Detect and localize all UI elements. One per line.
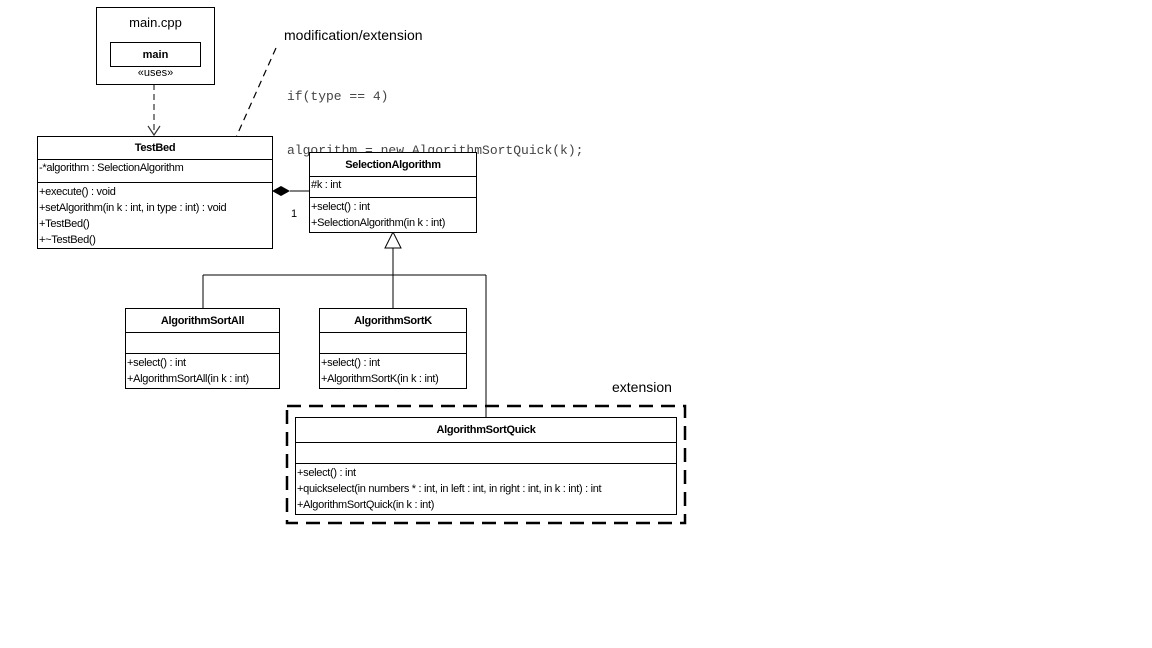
attribute: -*algorithm : SelectionAlgorithm [39, 162, 184, 174]
inheritance-triangle [384, 230, 402, 249]
component-title: main.cpp [129, 15, 182, 30]
attributes [296, 443, 676, 464]
uses-stereotype: «uses» [137, 67, 174, 79]
operation: +execute() : void [39, 186, 116, 198]
class-name: SelectionAlgorithm [310, 153, 476, 177]
class-name: AlgorithmSortAll [126, 309, 279, 333]
composition-diamond [272, 186, 290, 196]
operations: +select() : int +AlgorithmSortAll(in k :… [126, 354, 279, 388]
generalization-tree [202, 230, 487, 417]
class-algorithm-sort-quick: AlgorithmSortQuick +select() : int +quic… [295, 417, 677, 515]
operation: +select() : int [297, 467, 356, 479]
extension-boundary [285, 404, 687, 525]
attribute: #k : int [311, 179, 342, 191]
extension-label: extension [612, 379, 672, 395]
multiplicity-label: 1 [291, 208, 298, 220]
operation: +AlgorithmSortQuick(in k : int) [297, 499, 435, 511]
operation: +AlgorithmSortAll(in k : int) [127, 373, 249, 385]
attributes [320, 333, 466, 354]
main-function-box: main [110, 42, 201, 67]
operation: +TestBed() [39, 218, 90, 230]
class-algorithm-sort-k: AlgorithmSortK +select() : int +Algorith… [319, 308, 467, 389]
code-line: if(type == 4) [287, 89, 389, 104]
note-title: modification/extension [284, 27, 423, 43]
operation: +~TestBed() [39, 234, 96, 246]
operation: +select() : int [127, 357, 186, 369]
class-name: TestBed [38, 137, 272, 160]
class-name: AlgorithmSortQuick [296, 418, 676, 443]
attributes: #k : int [310, 177, 476, 198]
operation: +AlgorithmSortK(in k : int) [321, 373, 439, 385]
operation: +select() : int [321, 357, 380, 369]
operations: +execute() : void +setAlgorithm(in k : i… [38, 183, 272, 249]
class-name: AlgorithmSortK [320, 309, 466, 333]
component-main-cpp: main.cpp main «uses» [96, 7, 215, 85]
operations: +select() : int +SelectionAlgorithm(in k… [310, 198, 476, 232]
operations: +select() : int +quickselect(in numbers … [296, 464, 676, 514]
attributes [126, 333, 279, 354]
operation: +quickselect(in numbers * : int, in left… [297, 483, 602, 495]
operation: +setAlgorithm(in k : int, in type : int)… [39, 202, 227, 214]
class-selection-algorithm: SelectionAlgorithm #k : int +select() : … [309, 152, 477, 233]
operation: +SelectionAlgorithm(in k : int) [311, 217, 446, 229]
class-algorithm-sort-all: AlgorithmSortAll +select() : int +Algori… [125, 308, 280, 389]
uses-dependency-arrow [147, 84, 161, 137]
operations: +select() : int +AlgorithmSortK(in k : i… [320, 354, 466, 388]
composition-link [272, 186, 309, 196]
class-testbed: TestBed -*algorithm : SelectionAlgorithm… [37, 136, 273, 249]
operation: +select() : int [311, 201, 370, 213]
main-label: main [142, 48, 169, 61]
attributes: -*algorithm : SelectionAlgorithm [38, 160, 272, 183]
